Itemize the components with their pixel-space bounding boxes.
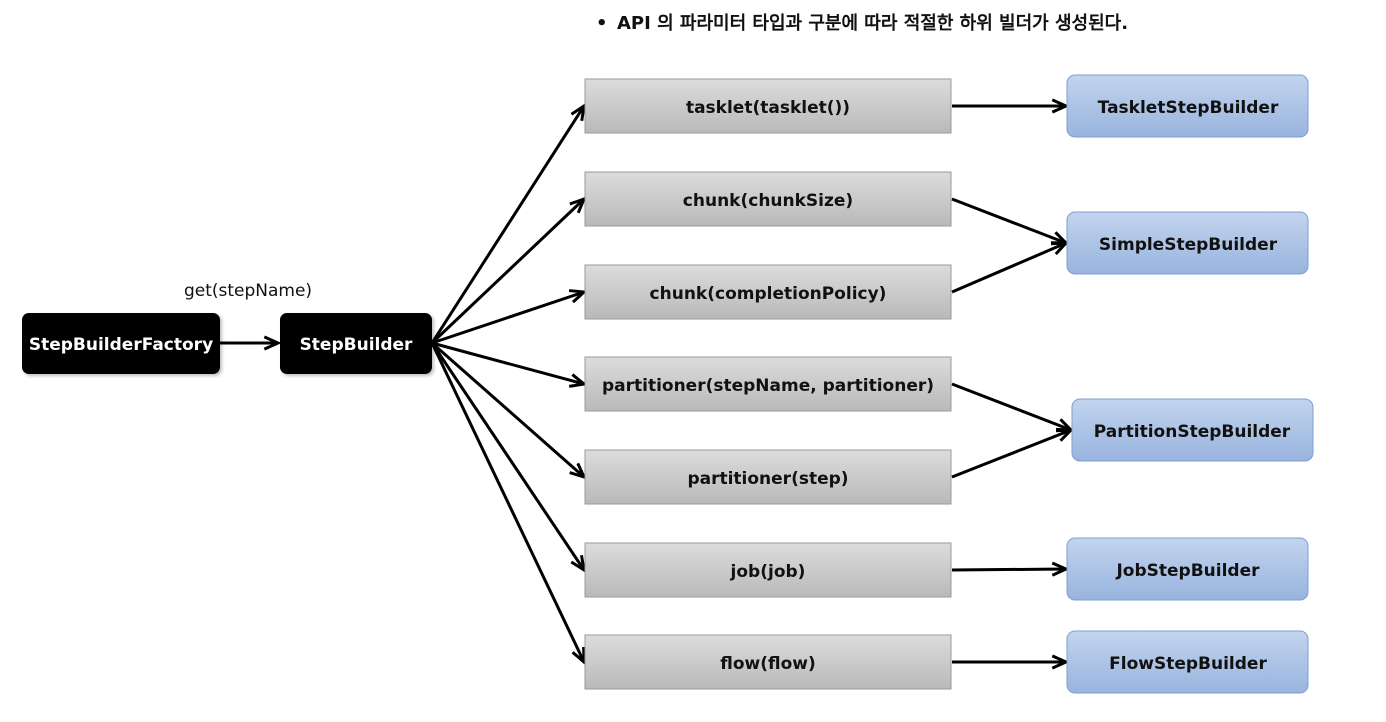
method-node-chunk-size: chunk(chunkSize) bbox=[584, 171, 952, 227]
step-builder-node: StepBuilder bbox=[280, 313, 432, 374]
method-label: chunk(completionPolicy) bbox=[650, 284, 887, 304]
method-node-job: job(job) bbox=[584, 542, 952, 598]
arrow-head bbox=[1051, 654, 1070, 670]
method-label: partitioner(step) bbox=[687, 469, 848, 489]
method-label: tasklet(tasklet()) bbox=[686, 98, 850, 118]
method-label: flow(flow) bbox=[720, 654, 816, 674]
builder-label: PartitionStepBuilder bbox=[1094, 422, 1291, 442]
edge-chunk-policy-to-simple-step-builder bbox=[951, 241, 1067, 294]
edge-job-to-job-step-builder bbox=[951, 567, 1067, 572]
step-builder-factory-node: StepBuilderFactory bbox=[22, 313, 220, 374]
method-node-tasklet: tasklet(tasklet()) bbox=[584, 78, 952, 134]
builder-node-simple-step-builder: SimpleStepBuilder bbox=[1066, 211, 1309, 275]
builder-label: FlowStepBuilder bbox=[1109, 654, 1267, 674]
arrow-head bbox=[571, 646, 586, 666]
arrow-head bbox=[568, 289, 588, 304]
arrow-head bbox=[570, 554, 587, 574]
arrow-head bbox=[570, 102, 586, 122]
edge-step-builder-to-chunk-policy bbox=[431, 290, 585, 345]
edge-step-builder-to-flow bbox=[430, 342, 586, 663]
builder-node-job-step-builder: JobStepBuilder bbox=[1066, 537, 1309, 601]
edge-step-builder-to-tasklet bbox=[430, 105, 586, 344]
builder-label: JobStepBuilder bbox=[1115, 561, 1260, 581]
arrow-head bbox=[1050, 241, 1070, 256]
step-builder-label: StepBuilder bbox=[300, 335, 413, 355]
method-label: partitioner(stepName, partitioner) bbox=[602, 376, 934, 396]
method-node-partitioner-step: partitioner(step) bbox=[584, 449, 952, 505]
builder-label: TaskletStepBuilder bbox=[1098, 98, 1279, 118]
title-bullet: • bbox=[596, 13, 608, 34]
factory-edge-label: get(stepName) bbox=[184, 281, 312, 301]
arrow-head bbox=[569, 462, 587, 480]
edge-step-builder-to-partitioner-name bbox=[431, 341, 585, 386]
builder-node-tasklet-step-builder: TaskletStepBuilder bbox=[1066, 74, 1309, 138]
arrow-head bbox=[1051, 561, 1070, 577]
arrow-head bbox=[568, 373, 588, 388]
arrow-head bbox=[569, 196, 587, 214]
edge-step-builder-to-job bbox=[430, 342, 586, 571]
method-node-chunk-policy: chunk(completionPolicy) bbox=[584, 264, 952, 320]
edge-partitioner-name-to-partition-step-builder bbox=[951, 382, 1072, 432]
method-node-flow: flow(flow) bbox=[584, 634, 952, 690]
arrow-head bbox=[1055, 427, 1075, 442]
edges bbox=[220, 98, 1075, 670]
builder-node-flow-step-builder: FlowStepBuilder bbox=[1066, 630, 1309, 694]
builder-node-partition-step-builder: PartitionStepBuilder bbox=[1071, 398, 1314, 462]
edge-partitioner-step-to-partition-step-builder bbox=[951, 428, 1072, 479]
method-node-partitioner-name: partitioner(stepName, partitioner) bbox=[584, 356, 952, 412]
arrow-head bbox=[263, 335, 282, 351]
edge-chunk-size-to-simple-step-builder bbox=[951, 197, 1067, 245]
builder-label: SimpleStepBuilder bbox=[1099, 235, 1278, 255]
method-label: chunk(chunkSize) bbox=[683, 191, 853, 211]
step-builder-factory-label: StepBuilderFactory bbox=[29, 335, 213, 355]
edge-step-builder-to-partitioner-step bbox=[431, 341, 585, 479]
diagram-title: API 의 파라미터 타입과 구분에 따라 적절한 하위 빌더가 생성된다. bbox=[617, 12, 1128, 34]
edge-step-builder-to-chunk-size bbox=[430, 197, 586, 345]
arrow-head bbox=[1051, 98, 1070, 114]
method-label: job(job) bbox=[730, 562, 806, 582]
